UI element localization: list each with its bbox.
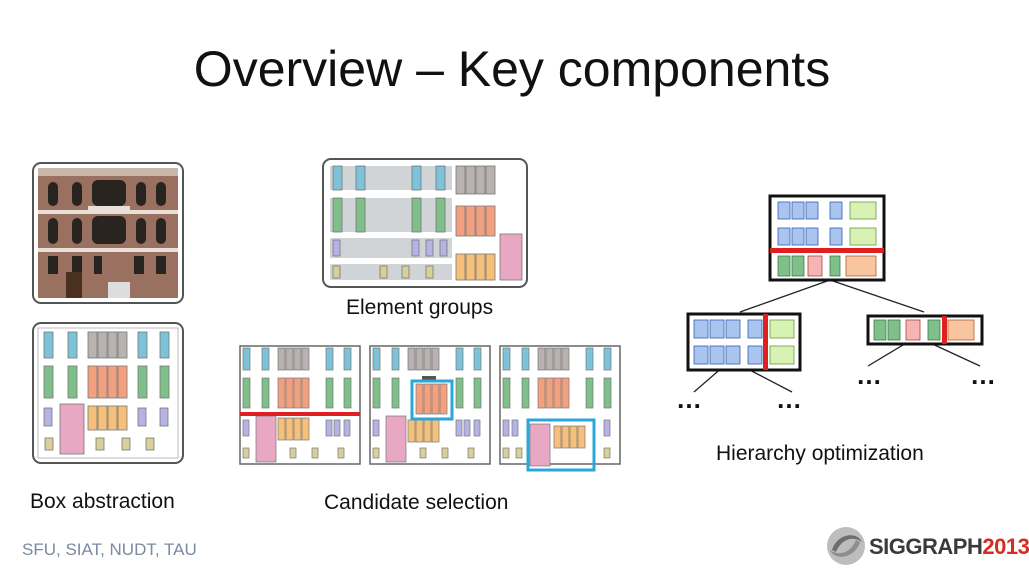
slide-title: Overview – Key components [193, 41, 831, 97]
logo-name: SIGGRAPH [869, 534, 983, 559]
footer-affiliations: SFU, SIAT, NUDT, TAU [22, 540, 197, 559]
box-abstraction-diagram [32, 322, 184, 464]
siggraph-swirl-icon [827, 527, 865, 565]
ellipsis-right-2: … [970, 360, 997, 390]
facade-photo [32, 162, 184, 304]
ellipsis-left-2: … [776, 384, 803, 414]
caption-box-abstraction: Box abstraction [30, 490, 175, 513]
element-groups-diagram [322, 158, 528, 288]
ellipsis-right-1: … [856, 360, 883, 390]
hierarchy-tree-diagram [680, 190, 1000, 420]
logo-year: 2013 [982, 534, 1029, 559]
candidate-panel-2 [368, 344, 492, 466]
caption-hierarchy-optimization: Hierarchy optimization [716, 442, 924, 465]
caption-element-groups: Element groups [346, 296, 494, 319]
caption-candidate-selection: Candidate selection [324, 491, 509, 514]
candidate-panel-1 [238, 344, 362, 466]
siggraph-logo: SIGGRAPH2013 [824, 524, 1029, 568]
ellipsis-left-1: … [676, 384, 703, 414]
candidate-panel-3 [498, 344, 622, 474]
